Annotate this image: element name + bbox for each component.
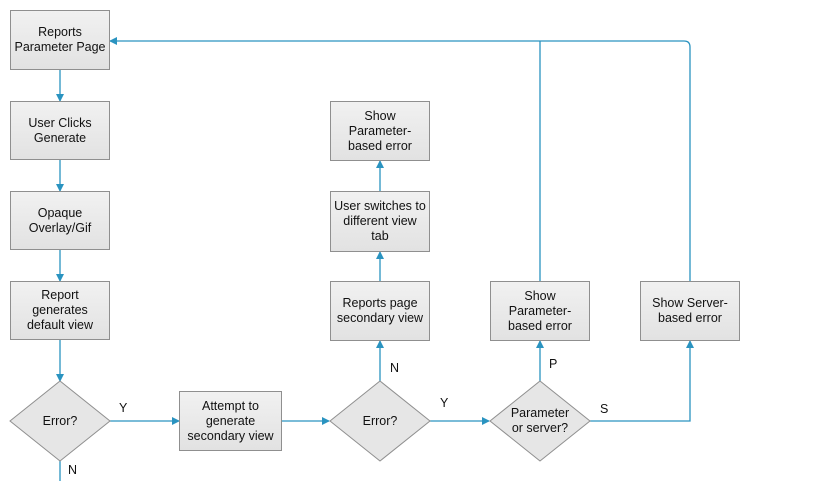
node-attempt-secondary-view: Attempt to generate secondary view <box>179 391 282 451</box>
decision-diamond-error-2 <box>329 380 431 462</box>
connector-server-error-back <box>109 37 691 281</box>
node-report-default-view: Report generates default view <box>10 281 110 340</box>
decision-label-param-or-server: Parameter or server? <box>510 406 570 435</box>
decision-diamond-param-or-server <box>489 380 591 462</box>
decision-label-error-1: Error? <box>42 413 78 428</box>
edge-label-server: S <box>600 402 609 416</box>
node-reports-secondary-view: Reports page secondary view <box>330 281 430 341</box>
edge-label-error2-no: N <box>390 361 400 375</box>
edge-label-error1-yes: Y <box>119 401 128 415</box>
node-reports-parameter-page: Reports Parameter Page <box>10 10 110 70</box>
node-user-clicks-generate: User Clicks Generate <box>10 101 110 160</box>
node-show-parameter-error-top: Show Parameter- based error <box>330 101 430 161</box>
edge-label-parameter: P <box>549 357 558 371</box>
node-opaque-overlay: Opaque Overlay/Gif <box>10 191 110 250</box>
edge-label-error2-yes: Y <box>440 396 449 410</box>
node-user-switches-tab: User switches to different view tab <box>330 191 430 252</box>
node-show-parameter-error-right: Show Parameter- based error <box>490 281 590 341</box>
edge-label-error1-no: N <box>68 463 78 477</box>
decision-label-error-2: Error? <box>362 413 398 428</box>
connector-paramserver-to-server-error <box>590 340 694 422</box>
decision-diamond-error-1 <box>9 380 111 462</box>
node-show-server-error: Show Server- based error <box>640 281 740 341</box>
